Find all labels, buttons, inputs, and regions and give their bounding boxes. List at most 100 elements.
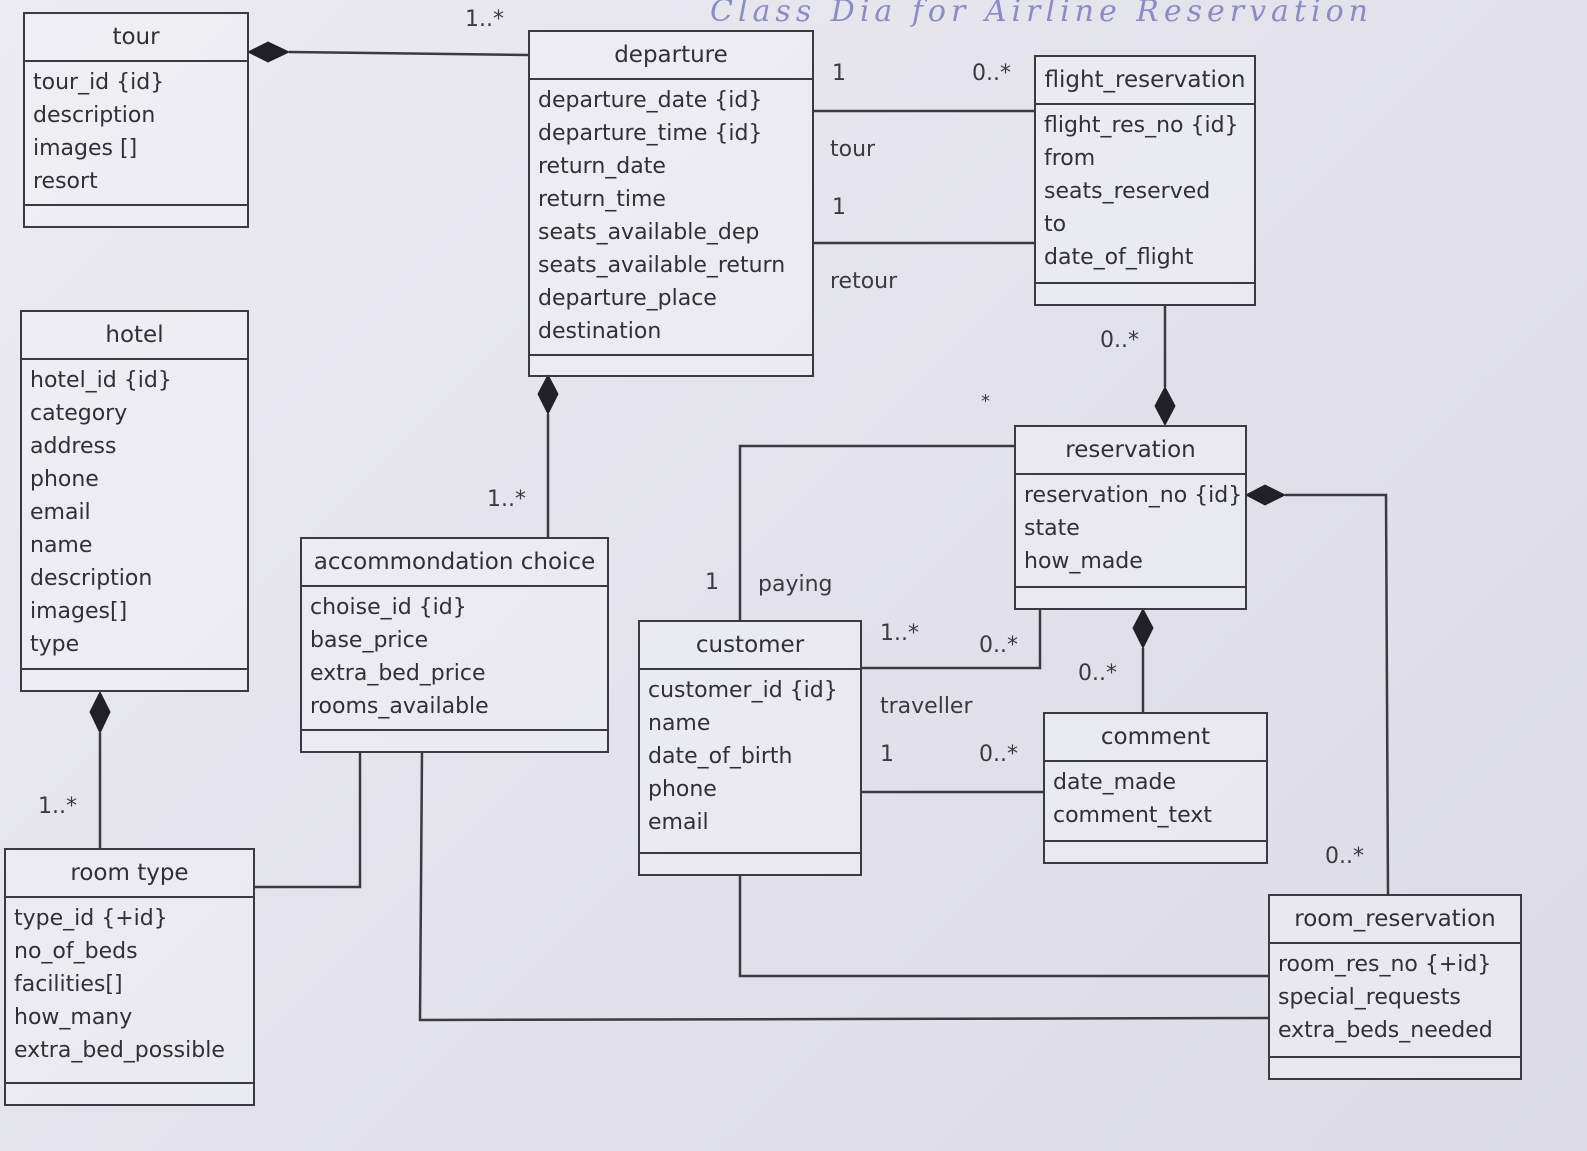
- class-tour[interactable]: tour tour_id {id} description images [] …: [23, 12, 249, 228]
- attribute: reservation_no {id}: [1024, 483, 1243, 508]
- attribute: description: [33, 103, 156, 128]
- attribute: extra_bed_price: [310, 661, 486, 686]
- class-departure[interactable]: departure departure_date {id} departure_…: [528, 30, 814, 377]
- attribute: address: [30, 434, 117, 459]
- multiplicity-label: 1..*: [38, 794, 77, 819]
- class-room-reservation[interactable]: room_reservation room_res_no {+id} speci…: [1268, 894, 1522, 1080]
- class-attributes: date_made comment_text: [1045, 762, 1266, 842]
- multiplicity-label: 0..*: [972, 61, 1011, 86]
- attribute: comment_text: [1053, 803, 1212, 828]
- attribute: name: [30, 533, 93, 558]
- class-room-type[interactable]: room type type_id {+id} no_of_beds facil…: [4, 848, 255, 1106]
- edge-reservation-roomres: [1285, 493, 1390, 895]
- multiplicity-label: 0..*: [979, 633, 1018, 658]
- class-attributes: type_id {+id} no_of_beds facilities[] ho…: [6, 898, 253, 1084]
- edge-paying: [738, 444, 1014, 620]
- class-flight-reservation[interactable]: flight_reservation flight_res_no {id} fr…: [1034, 55, 1256, 306]
- class-comment[interactable]: comment date_made comment_text: [1043, 712, 1268, 864]
- attribute: choise_id {id}: [310, 595, 467, 620]
- attribute: rooms_available: [310, 694, 489, 719]
- multiplicity-label: 0..*: [1325, 844, 1364, 869]
- class-operations: [1045, 842, 1266, 862]
- attribute: special_requests: [1278, 985, 1461, 1010]
- attribute: base_price: [310, 628, 429, 653]
- class-operations: [530, 356, 812, 375]
- class-name: flight_reservation: [1036, 57, 1254, 105]
- edge-choice-roomres: [418, 751, 1269, 1022]
- attribute: date_of_flight: [1044, 245, 1194, 270]
- attribute: email: [648, 810, 709, 835]
- multiplicity-label: *: [981, 391, 990, 412]
- multiplicity-label: 1: [705, 570, 719, 595]
- attribute: return_time: [538, 187, 666, 212]
- attribute: how_made: [1024, 549, 1143, 574]
- class-operations: [1016, 588, 1245, 608]
- class-attributes: tour_id {id} description images [] resor…: [25, 62, 247, 206]
- role-label: tour: [830, 137, 876, 162]
- attribute: destination: [538, 319, 662, 344]
- attribute: hotel_id {id}: [30, 368, 172, 393]
- class-operations: [25, 206, 247, 226]
- class-operations: [22, 670, 247, 690]
- class-attributes: choise_id {id} base_price extra_bed_pric…: [302, 587, 607, 731]
- role-label: paying: [758, 572, 833, 597]
- class-attributes: hotel_id {id} category address phone ema…: [22, 360, 247, 670]
- attribute: type: [30, 632, 80, 657]
- role-label: traveller: [880, 694, 973, 719]
- class-attributes: room_res_no {+id} special_requests extra…: [1270, 944, 1520, 1058]
- attribute: facilities[]: [14, 972, 123, 997]
- class-hotel[interactable]: hotel hotel_id {id} category address pho…: [20, 310, 249, 692]
- attribute: category: [30, 401, 128, 426]
- attribute: customer_id {id}: [648, 678, 838, 703]
- diagram-title: Class Dia for Airline Reservation: [710, 0, 1373, 29]
- attribute: flight_res_no {id}: [1044, 113, 1239, 138]
- class-name: hotel: [22, 312, 247, 360]
- class-accommodation-choice[interactable]: accommondation choice choise_id {id} bas…: [300, 537, 609, 753]
- edge-customer-roomres: [738, 875, 1268, 978]
- class-attributes: customer_id {id} name date_of_birth phon…: [640, 670, 860, 854]
- class-name: room type: [6, 850, 253, 898]
- class-name: comment: [1045, 714, 1266, 762]
- attribute: from: [1044, 146, 1096, 171]
- multiplicity-label: 0..*: [1100, 328, 1139, 353]
- attribute: type_id {+id}: [14, 906, 168, 931]
- composition-diamond-reservation-bottom: [1132, 607, 1154, 650]
- class-attributes: flight_res_no {id} from seats_reserved t…: [1036, 105, 1254, 284]
- edge-roomtype-choice: [255, 752, 362, 889]
- edge-traveller-reservation: [862, 608, 1042, 670]
- class-operations: [1036, 284, 1254, 304]
- attribute: no_of_beds: [14, 939, 138, 964]
- attribute: seats_available_return: [538, 253, 786, 278]
- class-customer[interactable]: customer customer_id {id} name date_of_b…: [638, 620, 862, 876]
- class-attributes: reservation_no {id} state how_made: [1016, 475, 1245, 588]
- attribute: phone: [648, 777, 717, 802]
- multiplicity-label: 1..*: [487, 487, 526, 512]
- class-name: tour: [25, 14, 247, 62]
- attribute: phone: [30, 467, 99, 492]
- class-attributes: departure_date {id} departure_time {id} …: [530, 80, 812, 356]
- attribute: images []: [33, 136, 138, 161]
- attribute: date_made: [1053, 770, 1177, 795]
- attribute: images[]: [30, 599, 128, 624]
- attribute: return_date: [538, 154, 666, 179]
- attribute: description: [30, 566, 153, 591]
- multiplicity-label: 1..*: [880, 621, 919, 646]
- class-name: reservation: [1016, 427, 1245, 475]
- class-name: room_reservation: [1270, 896, 1520, 944]
- multiplicity-label: 1: [832, 61, 846, 86]
- attribute: departure_place: [538, 286, 717, 311]
- attribute: state: [1024, 516, 1080, 541]
- attribute: extra_bed_possible: [14, 1038, 225, 1063]
- multiplicity-label: 1: [880, 742, 894, 767]
- attribute: extra_beds_needed: [1278, 1018, 1493, 1043]
- multiplicity-label: 1..*: [465, 7, 504, 32]
- multiplicity-label: 1: [832, 195, 846, 220]
- class-name: accommondation choice: [302, 539, 607, 587]
- attribute: departure_time {id}: [538, 121, 763, 146]
- class-reservation[interactable]: reservation reservation_no {id} state ho…: [1014, 425, 1247, 610]
- class-operations: [640, 854, 860, 874]
- attribute: seats_reserved: [1044, 179, 1211, 204]
- multiplicity-label: 0..*: [979, 742, 1018, 767]
